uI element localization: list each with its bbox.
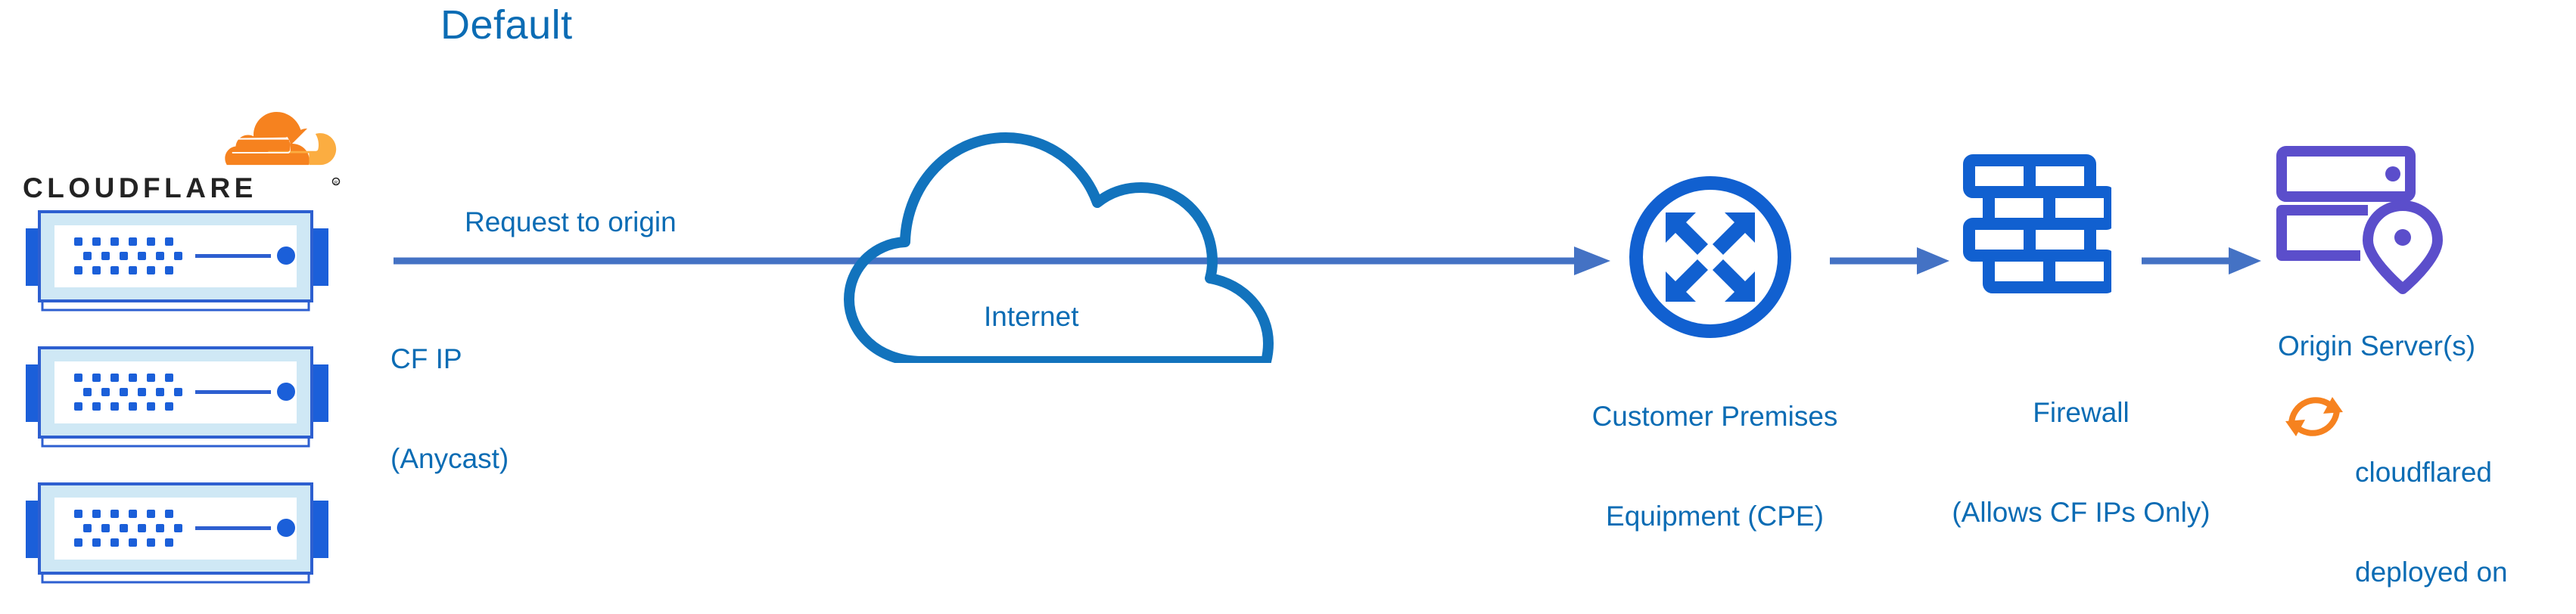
internet-label: Internet — [984, 301, 1079, 332]
cpe-label-line2: Equipment (CPE) — [1606, 501, 1824, 532]
svg-text:R: R — [334, 181, 338, 186]
page-title: Default — [440, 2, 573, 48]
firewall-label: Firewall (Allows CF IPs Only) — [1907, 330, 2255, 596]
router-icon — [1623, 170, 1797, 344]
cpe-label-line1: Customer Premises — [1591, 401, 1838, 432]
server-rack-icon — [20, 476, 338, 584]
arrow-edge-to-cpe — [394, 242, 1612, 280]
cf-ip-label-line2: (Anycast) — [390, 443, 509, 474]
firewall-label-line2: (Allows CF IPs Only) — [1952, 497, 2210, 528]
server-rack-icon — [20, 204, 338, 312]
cloudflared-note-line1: cloudflared — [2355, 457, 2493, 488]
svg-text:CLOUDFLARE: CLOUDFLARE — [23, 172, 257, 203]
request-to-origin-label: Request to origin — [465, 206, 677, 237]
cloudflared-note: cloudflared deployed on servers — [2355, 389, 2508, 614]
cloudflare-wordmark: CLOUDFLARE R — [23, 172, 341, 204]
cloud-icon — [840, 113, 1294, 367]
cloudflare-logo: CLOUDFLARE R — [23, 106, 341, 204]
arrow-cpe-to-firewall — [1830, 242, 1951, 280]
origin-server-label: Origin Server(s) — [2278, 330, 2476, 361]
cloudflared-note-line2: deployed on — [2355, 557, 2508, 588]
brick-wall-icon — [1960, 151, 2116, 302]
cpe-label: Customer Premises Equipment (CPE) — [1556, 333, 1874, 600]
cf-ip-label-line1: CF IP — [390, 343, 462, 374]
server-rack-icon — [20, 340, 338, 448]
refresh-sync-icon — [2279, 382, 2349, 451]
cloudflare-cloud-logo-icon — [194, 106, 345, 171]
cf-ip-label: CF IP (Anycast) — [390, 276, 509, 542]
server-stack-pin-icon — [2274, 144, 2456, 295]
firewall-label-line1: Firewall — [2033, 397, 2130, 428]
arrow-firewall-to-origin — [2142, 242, 2263, 280]
